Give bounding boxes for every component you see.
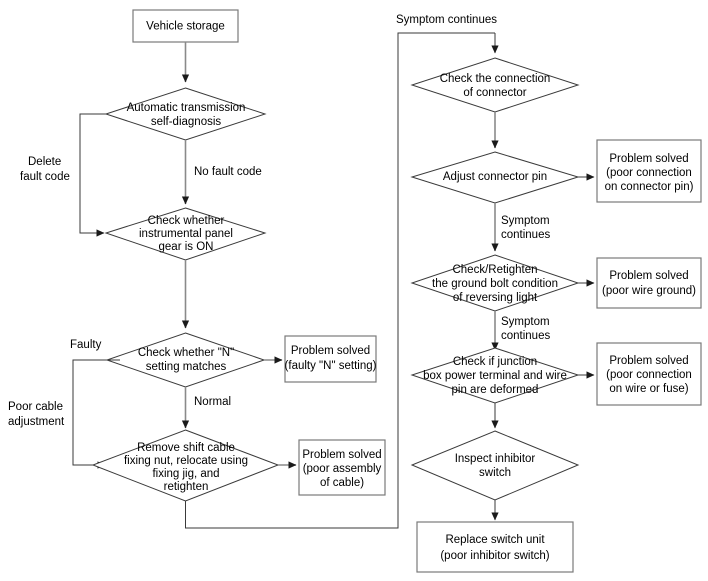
connector-delete-fault-code-loop (79, 113, 106, 237)
result-wire-ground-line-2: (poor wire ground) (602, 285, 696, 297)
edge-label-symptom-1-line-1: Symptom (501, 215, 550, 227)
decision-label-line-2: self-diagnosis (151, 116, 222, 128)
decision-ground-label-line-2: the ground bolt condition (432, 278, 558, 290)
decision-inspect-inhibitor-switch: Inspect inhibitor switch (410, 430, 580, 501)
decision-junction-label-line-1: Check if junction (453, 356, 537, 368)
result-conn-pin-line-3: on connector pin) (605, 181, 694, 193)
result-poor-assembly-line-1: Problem solved (302, 449, 381, 461)
decision-adjust-connector-pin: Adjust connector pin (410, 151, 580, 204)
edge-label-poor-cable-line-1: Poor cable (8, 401, 63, 413)
result-poor-assembly-line-3: of cable) (320, 477, 364, 489)
result-box-poor-wire-ground: Problem solved (poor wire ground) (596, 257, 702, 309)
terminal-label-line-2: (poor inhibitor switch) (440, 550, 549, 562)
edge-label-symptom-2-line-1: Symptom (501, 316, 550, 328)
result-conn-pin-line-1: Problem solved (609, 153, 688, 165)
decision-gear-label-line-2: instrumental panel (139, 228, 233, 240)
result-wire-fuse-line-2: (poor connection (606, 369, 692, 381)
decision-conn-label-line-1: Check the connection (440, 73, 551, 85)
result-box-poor-connection-wire-fuse: Problem solved (poor connection on wire … (596, 342, 702, 406)
entry-label-symptom-continues: Symptom continues (396, 14, 497, 26)
edge-label-delete-fault-code-line-1: Delete (28, 156, 61, 168)
decision-ground-label-line-3: of reversing light (453, 292, 538, 304)
decision-n-label-line-2: setting matches (146, 361, 227, 373)
start-box-label: Vehicle storage (146, 21, 225, 33)
decision-n-label-line-1: Check whether "N" (138, 347, 234, 359)
edge-label-poor-cable-line-2: adjustment (8, 416, 65, 428)
terminal-box-replace-switch-unit: Replace switch unit (poor inhibitor swit… (416, 521, 574, 573)
result-box-faulty-n-setting: Problem solved (faulty "N" setting) (284, 335, 377, 383)
edge-label-normal: Normal (194, 396, 231, 408)
edge-label-no-fault-code: No fault code (194, 166, 262, 178)
result-wire-ground-line-1: Problem solved (609, 270, 688, 282)
decision-ground-label-line-1: Check/Retighten (452, 264, 537, 276)
result-faulty-n-line-1: Problem solved (291, 345, 370, 357)
decision-cable-label-line-1: Remove shift cable (137, 442, 235, 454)
result-box-poor-connection-connector-pin: Problem solved (poor connection on conne… (596, 139, 702, 203)
decision-remove-shift-cable: Remove shift cable fixing nut, relocate … (91, 429, 280, 502)
decision-gear-label-line-3: gear is ON (159, 241, 214, 253)
result-poor-assembly-line-2: (poor assembly (303, 463, 382, 475)
connector-poor-cable-adjustment-loop (72, 359, 120, 469)
edge-label-symptom-1-line-2: continues (501, 229, 550, 241)
decision-check-instrumental-panel-gear: Check whether instrumental panel gear is… (104, 207, 267, 261)
decision-check-connection-of-connector: Check the connection of connector (410, 57, 580, 113)
decision-auto-trans-self-diagnosis: Automatic transmission self-diagnosis (104, 87, 267, 141)
connector-symptom-continues-return (185, 32, 495, 529)
decision-check-n-setting: Check whether "N" setting matches (105, 332, 266, 388)
result-conn-pin-line-2: (poor connection (606, 167, 692, 179)
terminal-label-line-1: Replace switch unit (445, 534, 545, 546)
decision-adjustpin-label: Adjust connector pin (443, 171, 547, 183)
edge-label-delete-fault-code-line-2: fault code (20, 171, 70, 183)
decision-junction-label-line-3: pin are deformed (452, 384, 539, 396)
result-wire-fuse-line-1: Problem solved (609, 355, 688, 367)
decision-junction-label-line-2: box power terminal and wire (423, 370, 567, 382)
decision-check-junction-box: Check if junction box power terminal and… (410, 347, 580, 404)
result-box-poor-assembly-of-cable: Problem solved (poor assembly of cable) (298, 439, 386, 496)
result-wire-fuse-line-3: on wire or fuse) (609, 383, 688, 395)
edge-label-faulty: Faulty (70, 339, 102, 351)
decision-inhibitor-label-line-2: switch (479, 467, 511, 479)
decision-inhibitor-label-line-1: Inspect inhibitor (455, 453, 536, 465)
decision-gear-label-line-1: Check whether (148, 215, 225, 227)
result-faulty-n-line-2: (faulty "N" setting) (285, 360, 377, 372)
decision-cable-label-line-3: fixing jig, and (152, 468, 219, 480)
decision-conn-label-line-2: of connector (463, 87, 526, 99)
decision-check-retighten-ground-bolt: Check/Retighten the ground bolt conditio… (410, 254, 580, 312)
start-box-vehicle-storage: Vehicle storage (132, 9, 239, 43)
decision-label-line-1: Automatic transmission (127, 102, 246, 114)
decision-cable-label-line-2: fixing nut, relocate using (124, 455, 248, 467)
edge-label-symptom-2-line-2: continues (501, 330, 550, 342)
decision-cable-label-line-4: retighten (164, 481, 209, 493)
